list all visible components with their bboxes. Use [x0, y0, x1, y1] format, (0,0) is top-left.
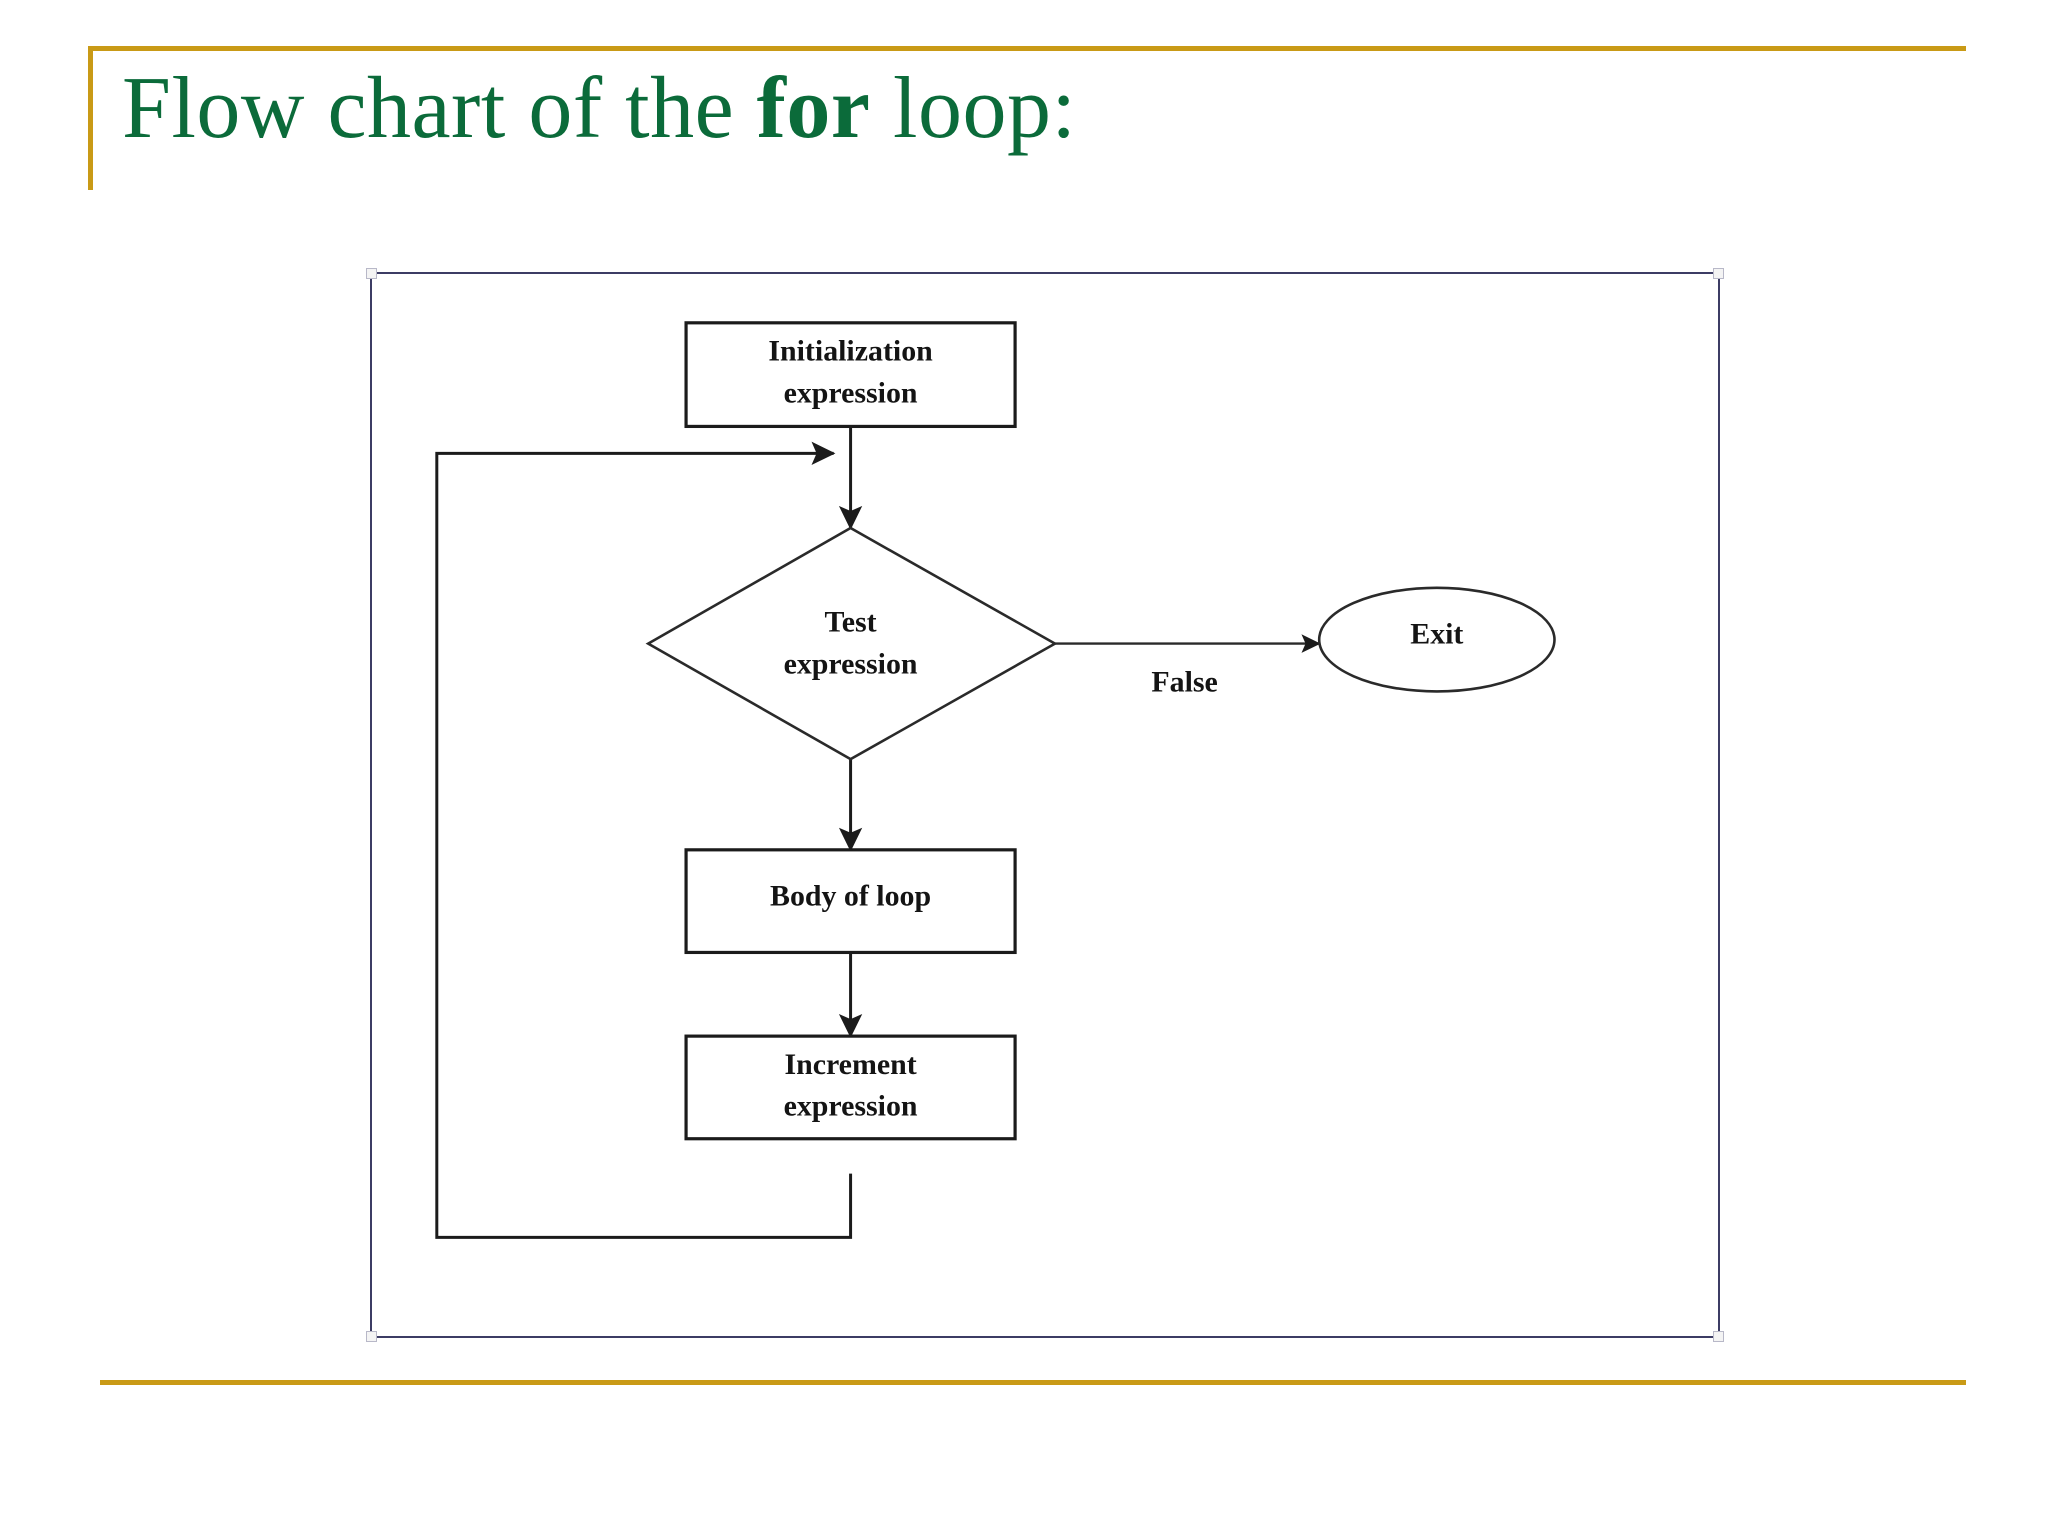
node-body-of-loop[interactable]: Body of loop	[684, 848, 1017, 955]
bottom-accent-rule	[100, 1380, 1966, 1385]
title-left-accent-bar	[88, 46, 93, 190]
node-label-initialization-line1: Initialization	[768, 335, 933, 368]
resize-handle-top-right[interactable]	[1713, 268, 1724, 279]
resize-handle-top-left[interactable]	[366, 268, 377, 279]
node-label-exit: Exit	[1410, 618, 1463, 651]
node-test-expression[interactable]: Test expression	[645, 526, 1058, 761]
node-label-test-line1: Test	[825, 606, 877, 639]
title-suffix: loop:	[870, 60, 1077, 157]
flowchart-svg: Initialization expression Test expressio…	[435, 321, 1556, 1239]
node-increment-expression[interactable]: Increment expression	[684, 1034, 1017, 1141]
resize-handle-bottom-left[interactable]	[366, 1331, 377, 1342]
edge-increment-to-test-feedback	[435, 441, 853, 1239]
node-label-increment-line1: Increment	[784, 1048, 916, 1081]
edge-label-false: False	[1151, 665, 1217, 698]
node-label-test-line2: expression	[784, 647, 918, 680]
node-initialization-expression[interactable]: Initialization expression	[684, 321, 1017, 429]
title-keyword-for: for	[756, 60, 871, 157]
node-exit[interactable]: Exit	[1317, 586, 1556, 693]
node-label-increment-line2: expression	[784, 1090, 918, 1123]
node-label-initialization-line2: expression	[784, 376, 918, 409]
title-prefix: Flow chart of the	[122, 60, 757, 157]
resize-handle-bottom-right[interactable]	[1713, 1331, 1724, 1342]
flowchart-picture-frame[interactable]: Initialization expression Test expressio…	[366, 268, 1724, 1342]
page-title: Flow chart of the for loop:	[122, 60, 1822, 157]
title-top-rule	[88, 46, 1966, 51]
node-label-body-of-loop: Body of loop	[770, 880, 931, 913]
